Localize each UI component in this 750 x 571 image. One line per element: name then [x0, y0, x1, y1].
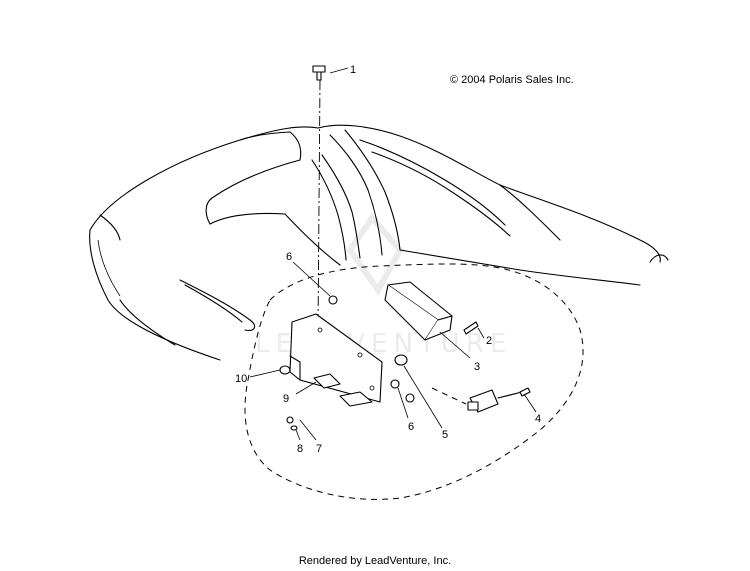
callout-10: 10 — [235, 373, 247, 385]
callout-7: 7 — [316, 443, 322, 455]
part-5-grommet — [394, 354, 408, 366]
callout-2: 2 — [486, 335, 492, 347]
part-10-nut — [279, 365, 291, 375]
callout-6b: 6 — [408, 421, 414, 433]
part-7-8-hardware — [286, 416, 298, 431]
part-4-switch — [467, 387, 531, 413]
callout-8: 8 — [297, 443, 303, 455]
footer-credit: Rendered by LeadVenture, Inc. — [298, 555, 452, 567]
hull-outline — [89, 124, 669, 361]
part-3-plate — [384, 281, 453, 341]
leader-part-1 — [317, 79, 321, 331]
copyright-text: © 2004 Polaris Sales Inc. — [450, 74, 574, 86]
callout-9: 9 — [283, 393, 289, 405]
part-6-standoff — [328, 295, 415, 403]
leader-part-4 — [431, 387, 467, 405]
callout-1: 1 — [350, 64, 356, 76]
callout-4: 4 — [535, 413, 541, 425]
callout-6a: 6 — [286, 251, 292, 263]
callout-5: 5 — [442, 429, 448, 441]
part-9-bracket — [289, 313, 383, 407]
part-2-screw — [463, 321, 479, 335]
callout-leaders — [249, 67, 537, 441]
part-1-screw — [312, 65, 326, 81]
callout-3: 3 — [474, 361, 480, 373]
